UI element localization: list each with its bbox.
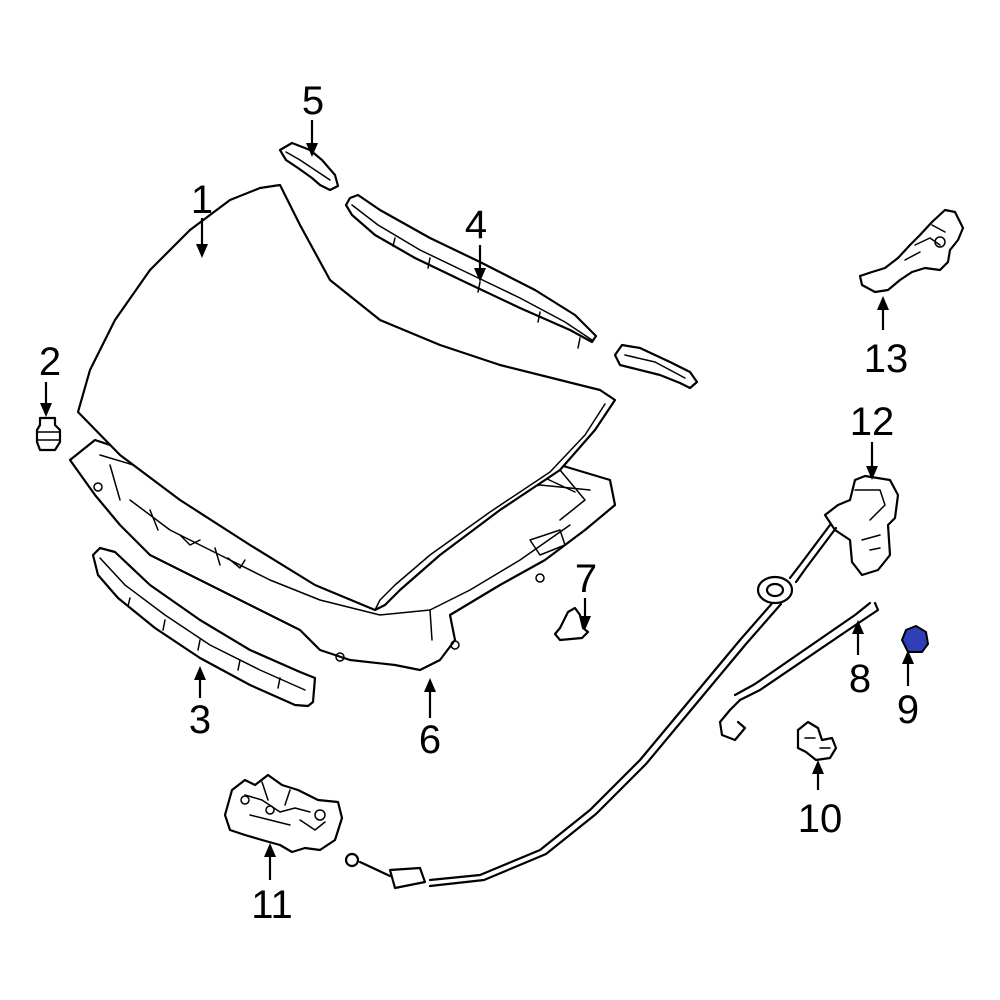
part-4-hood-seal[interactable] xyxy=(344,193,598,349)
callout-3: 3 xyxy=(189,698,211,742)
callout-11: 11 xyxy=(251,883,293,927)
part-10-rod-clip[interactable] xyxy=(796,720,838,762)
callout-5: 5 xyxy=(302,79,324,123)
callout-2: 2 xyxy=(39,340,61,384)
callout-4: 4 xyxy=(465,203,487,247)
part-8-prop-rod[interactable] xyxy=(718,601,880,742)
callout-10: 10 xyxy=(798,797,843,841)
part-5-seal-clip[interactable] xyxy=(278,141,340,192)
callout-7: 7 xyxy=(575,557,597,601)
part-13-hinge[interactable] xyxy=(858,208,965,294)
callout-6: 6 xyxy=(419,718,441,762)
part-3-front-seal[interactable] xyxy=(91,546,317,708)
callout-13: 13 xyxy=(864,337,909,381)
part-12-release-handle[interactable] xyxy=(823,474,900,577)
part-11-hood-latch[interactable] xyxy=(223,773,344,854)
callout-12: 12 xyxy=(850,400,895,444)
side-seal-piece xyxy=(613,343,699,390)
callout-arrows xyxy=(40,120,914,880)
part-1-hood-panel[interactable] xyxy=(76,183,617,612)
part-9-grommet-highlighted[interactable] xyxy=(900,624,930,653)
part-2-bumper[interactable] xyxy=(35,416,62,452)
release-cable[interactable] xyxy=(344,523,838,890)
callout-9: 9 xyxy=(897,688,919,732)
callout-8: 8 xyxy=(849,657,871,701)
callout-1: 1 xyxy=(191,178,213,222)
